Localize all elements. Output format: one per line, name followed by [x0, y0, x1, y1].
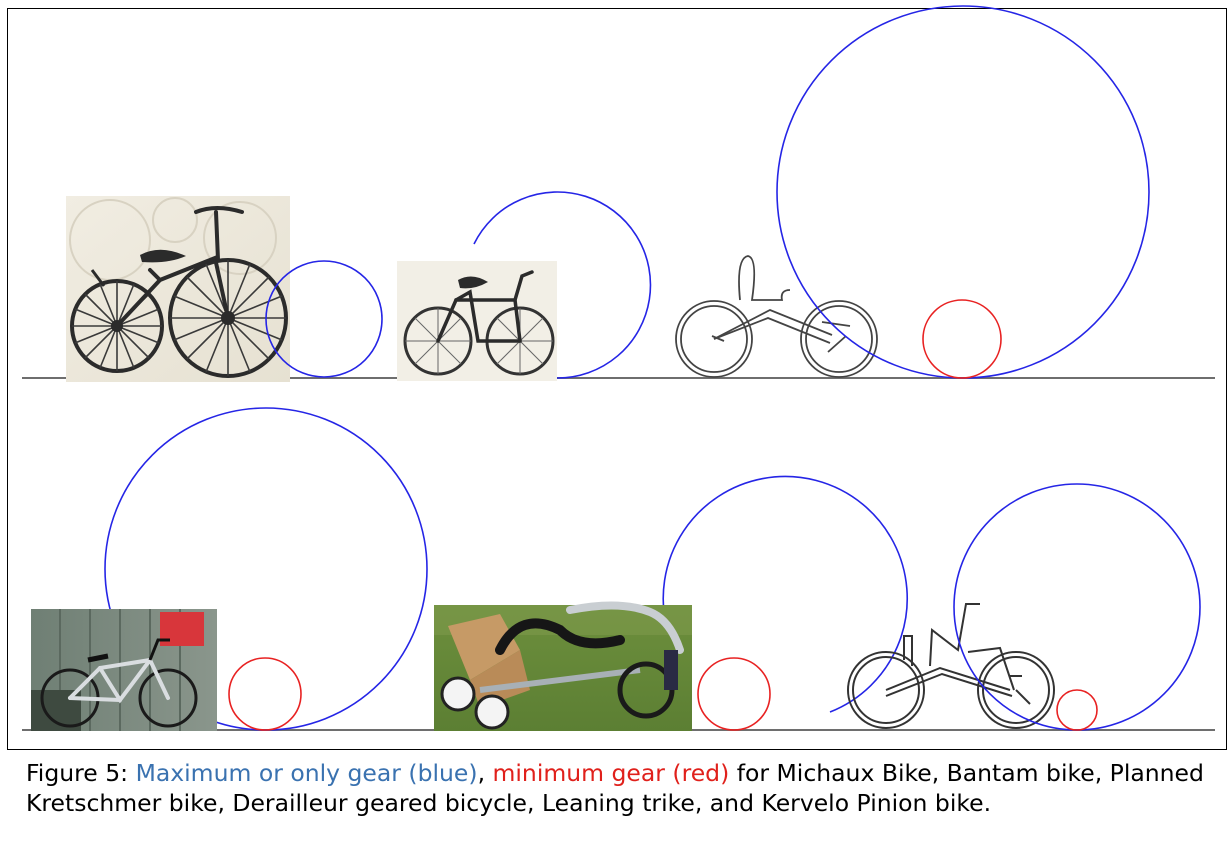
kervelo-bike-image [847, 603, 1055, 729]
bantam-bike-image [397, 261, 557, 381]
kretschmer-bike-image [675, 255, 878, 378]
leaning-trike-min-gear-circle [697, 657, 771, 731]
caption-prefix: Figure 5: [26, 759, 136, 787]
michaux-only-gear-circle [265, 260, 383, 378]
caption-blue-text: Maximum or only gear (blue) [135, 759, 478, 787]
leaning-trike-image [434, 601, 692, 731]
derailleur-bike-image [31, 609, 217, 731]
kretschmer-max-gear-circle [776, 5, 1150, 379]
gear-diagram [22, 5, 1215, 731]
kervelo-min-gear-circle [1056, 689, 1098, 731]
figure-caption: Figure 5: Maximum or only gear (blue), m… [26, 758, 1216, 818]
caption-red-text: minimum gear (red) [492, 759, 730, 787]
leaning-trike-max-gear-circle [662, 475, 909, 713]
michaux-bike-image [66, 196, 290, 382]
bantam-only-gear-circle [473, 191, 652, 379]
derailleur-min-gear-circle [228, 657, 302, 731]
kervelo-max-gear-circle [953, 483, 1201, 731]
caption-separator: , [477, 759, 493, 787]
caption-suffix: for Michaux Bike, Bantam bike, Planned K… [26, 759, 1204, 817]
kretschmer-min-gear-circle [922, 299, 1002, 379]
